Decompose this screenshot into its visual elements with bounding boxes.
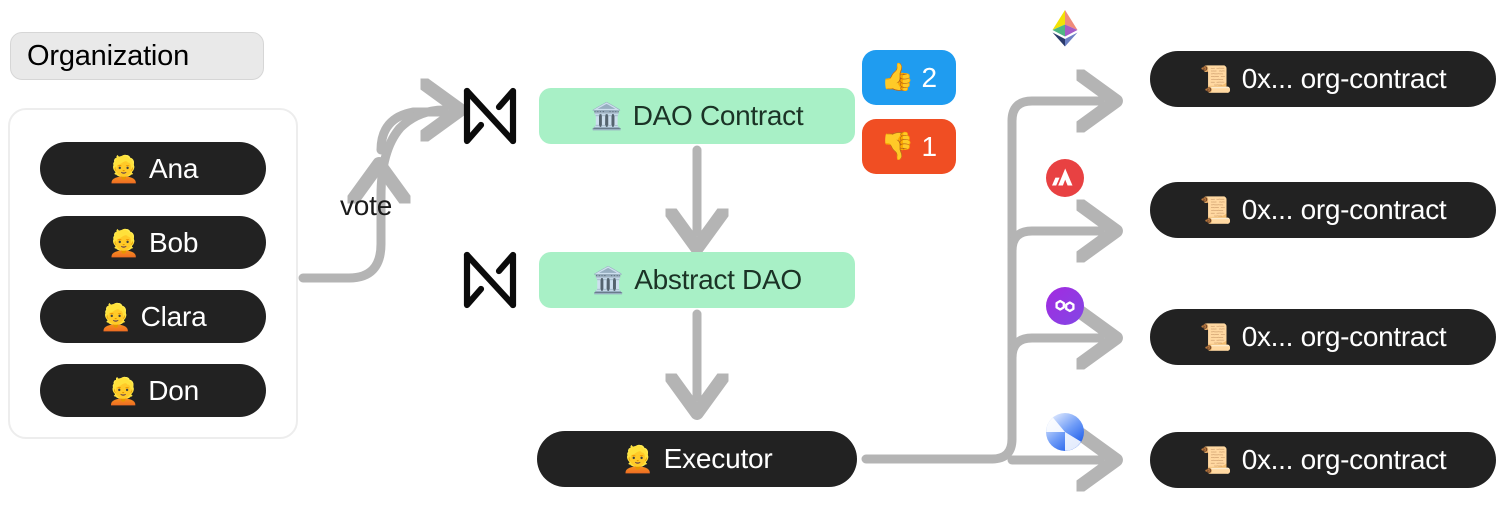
downvote-count: 1	[921, 130, 938, 162]
dao-contract-node[interactable]: 🏛️ DAO Contract	[539, 88, 855, 144]
upvote-count: 2	[921, 61, 938, 93]
org-contract-label: 0x... org-contract	[1241, 194, 1447, 225]
organization-label-text: Organization	[27, 39, 190, 72]
org-contract-label: 0x... org-contract	[1241, 63, 1447, 94]
executor-label: Executor	[663, 443, 773, 474]
bank-icon: 🏛️	[590, 101, 623, 131]
dao-contract-label: DAO Contract	[632, 100, 804, 131]
arbitrum-logo-icon	[1046, 413, 1084, 451]
abstract-dao-label: Abstract DAO	[634, 264, 802, 295]
scroll-icon: 📜	[1199, 322, 1232, 352]
person-icon: 👱	[107, 375, 140, 406]
bank-icon: 🏛️	[592, 265, 625, 295]
org-contract-node[interactable]: 📜 0x... org-contract	[1150, 51, 1496, 107]
member-item[interactable]: 👱 Clara	[40, 290, 266, 343]
member-item[interactable]: 👱 Bob	[40, 216, 266, 269]
org-contract-node[interactable]: 📜 0x... org-contract	[1150, 309, 1496, 365]
member-item[interactable]: 👱 Don	[40, 364, 266, 417]
abstract-dao-node[interactable]: 🏛️ Abstract DAO	[539, 252, 855, 308]
org-contract-node[interactable]: 📜 0x... org-contract	[1150, 182, 1496, 238]
scroll-icon: 📜	[1199, 195, 1232, 225]
scroll-icon: 📜	[1199, 64, 1232, 94]
upvote-badge[interactable]: 👍 2	[862, 50, 956, 105]
near-logo-icon	[463, 87, 517, 145]
org-contract-label: 0x... org-contract	[1241, 321, 1447, 352]
thumbs-down-icon: 👎	[880, 131, 915, 161]
ethereum-logo-icon	[1052, 10, 1078, 47]
scroll-icon: 📜	[1199, 445, 1232, 475]
polygon-logo-icon	[1046, 287, 1084, 325]
member-name: Bob	[148, 226, 199, 258]
executor-node[interactable]: 👱 Executor	[537, 431, 857, 487]
org-contract-node[interactable]: 📜 0x... org-contract	[1150, 432, 1496, 488]
member-name: Clara	[140, 300, 207, 332]
member-item[interactable]: 👱 Ana	[40, 142, 266, 195]
member-name: Don	[148, 374, 199, 406]
person-icon: 👱	[107, 153, 140, 184]
person-icon: 👱	[621, 444, 654, 474]
person-icon: 👱	[99, 301, 132, 332]
vote-edge-label: vote	[340, 190, 393, 221]
thumbs-up-icon: 👍	[880, 62, 915, 92]
member-name: Ana	[148, 152, 199, 184]
near-logo-icon	[463, 251, 517, 309]
downvote-badge[interactable]: 👎 1	[862, 119, 956, 174]
organization-label: Organization	[10, 32, 264, 80]
person-icon: 👱	[107, 227, 140, 258]
org-contract-label: 0x... org-contract	[1241, 444, 1447, 475]
avalanche-logo-icon	[1046, 159, 1084, 197]
